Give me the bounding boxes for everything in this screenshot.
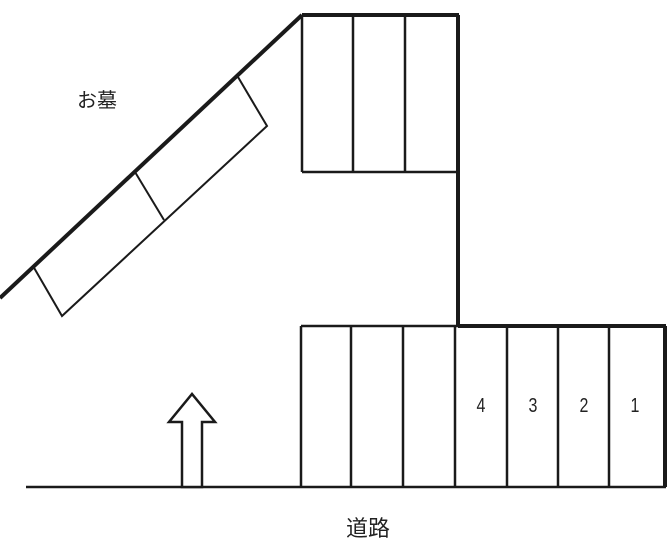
road-label: 道路 [346,517,391,542]
top-parking-row [300,13,459,174]
space-number-1: 1 [630,395,640,417]
entrance-arrow-icon [166,392,218,489]
diagonal-boundary-line [0,13,304,300]
cemetery-label: お墓 [77,88,117,112]
bottom-parking-row [299,324,667,487]
space-number-3: 3 [528,395,538,417]
diagonal-parking-row [32,76,269,318]
space-number-2: 2 [579,395,589,417]
space-number-4: 4 [476,395,486,417]
